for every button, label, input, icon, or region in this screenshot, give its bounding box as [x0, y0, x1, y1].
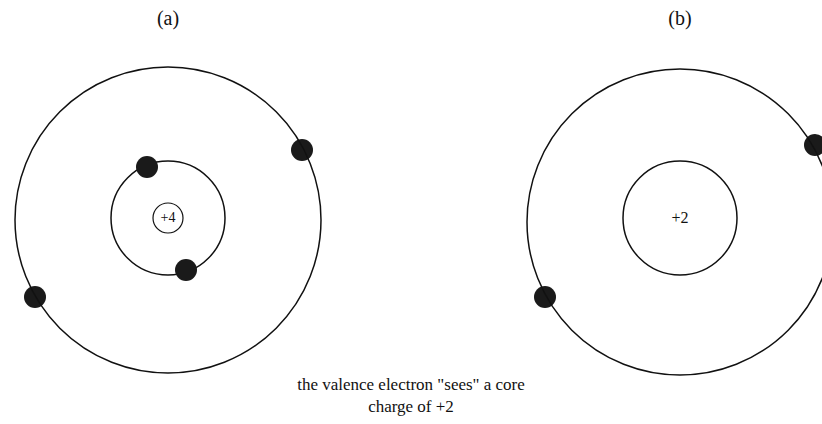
electron: [291, 139, 313, 161]
caption: the valence electron "sees" a core charg…: [296, 374, 526, 418]
core-circle: +2: [623, 161, 737, 275]
panel-label: (b): [668, 7, 691, 30]
charge-label: +2: [671, 209, 688, 227]
panel-label: (a): [157, 7, 179, 30]
electron: [136, 156, 158, 178]
nucleus-circle: +4: [153, 203, 183, 233]
inner-shell: [111, 161, 225, 275]
charge-label: +4: [161, 210, 176, 226]
electron: [534, 286, 556, 308]
outer-shell: (a)+4: [15, 67, 321, 373]
outer-shell: (b)+2: [527, 69, 822, 375]
electron: [175, 259, 197, 281]
